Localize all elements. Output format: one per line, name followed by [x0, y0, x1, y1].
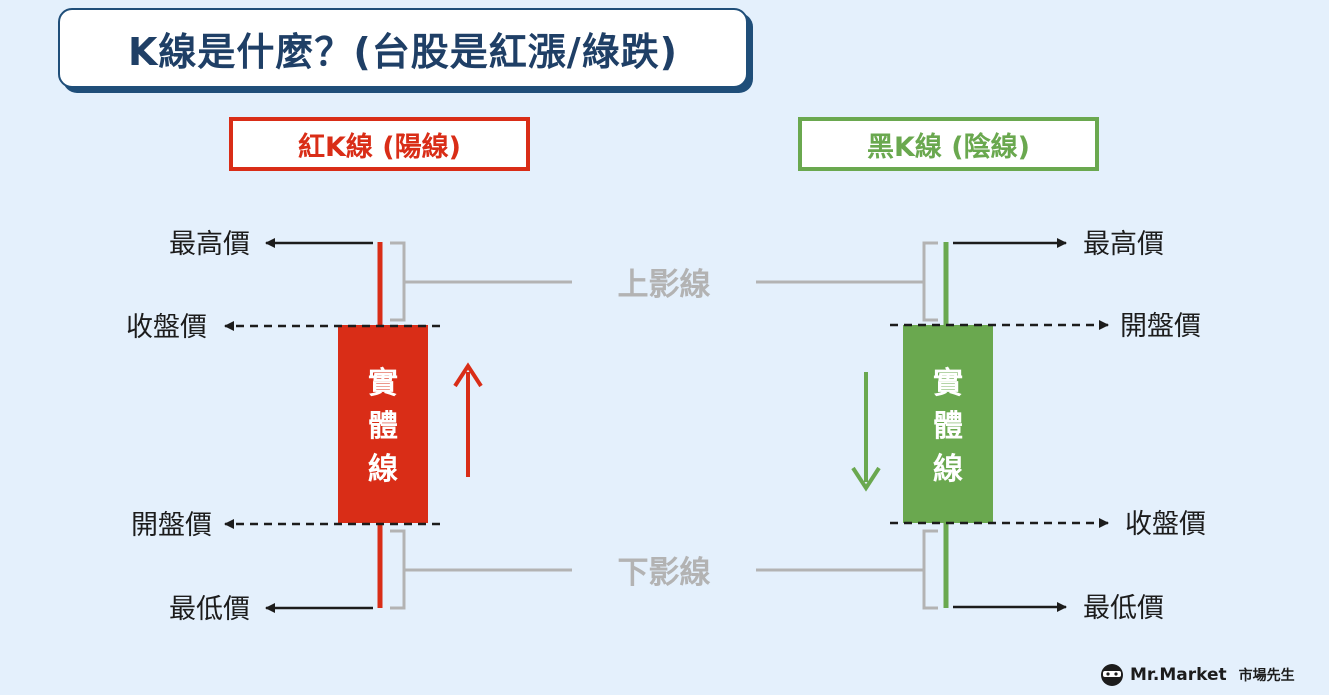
green-body-char-3: 線: [933, 452, 963, 487]
upper-shadow-label: 上影線: [618, 267, 711, 303]
green-open-label: 開盤價: [1120, 311, 1201, 342]
red-body-char-2: 體: [368, 409, 398, 444]
brand-footer: Mr.Market 市場先生: [1100, 663, 1295, 687]
red-candle-category: 紅K線 (陽線): [229, 117, 530, 171]
lower-shadow-label: 下影線: [618, 555, 711, 591]
green-candle-category-label: 黑K線 (陰線): [866, 131, 1030, 163]
red-up-arrow-icon: [453, 362, 483, 477]
red-open-label: 開盤價: [131, 510, 212, 541]
red-low-label: 最低價: [169, 594, 250, 625]
red-body-char-1: 實: [368, 366, 398, 401]
green-upper-shadow-bracket: [922, 241, 938, 322]
masked-face-icon: [1101, 664, 1123, 686]
green-candle-category: 黑K線 (陰線): [798, 117, 1099, 171]
red-close-label: 收盤價: [126, 312, 207, 343]
green-body-char-1: 實: [933, 366, 963, 401]
title-box: K線是什麼？(台股是紅漲/綠跌): [58, 8, 748, 88]
green-lower-shadow-bracket: [922, 529, 938, 610]
red-lower-shadow-bracket: [390, 529, 406, 610]
red-candle-category-label: 紅K線 (陽線): [297, 131, 461, 163]
red-upper-shadow-bracket: [390, 241, 406, 322]
red-high-label: 最高價: [169, 229, 250, 260]
green-low-label: 最低價: [1083, 593, 1164, 624]
green-candle-body: [903, 325, 993, 523]
red-body-char-3: 線: [368, 452, 398, 487]
green-down-arrow-icon: [851, 372, 881, 492]
brand-cn: 市場先生: [1238, 668, 1295, 684]
green-close-label: 收盤價: [1125, 509, 1206, 540]
brand-name: Mr.Market: [1130, 665, 1227, 685]
page-title: K線是什麼？(台股是紅漲/綠跌): [127, 29, 679, 74]
green-high-label: 最高價: [1083, 229, 1164, 260]
green-body-char-2: 體: [933, 409, 963, 444]
red-candle-body: [338, 325, 428, 523]
